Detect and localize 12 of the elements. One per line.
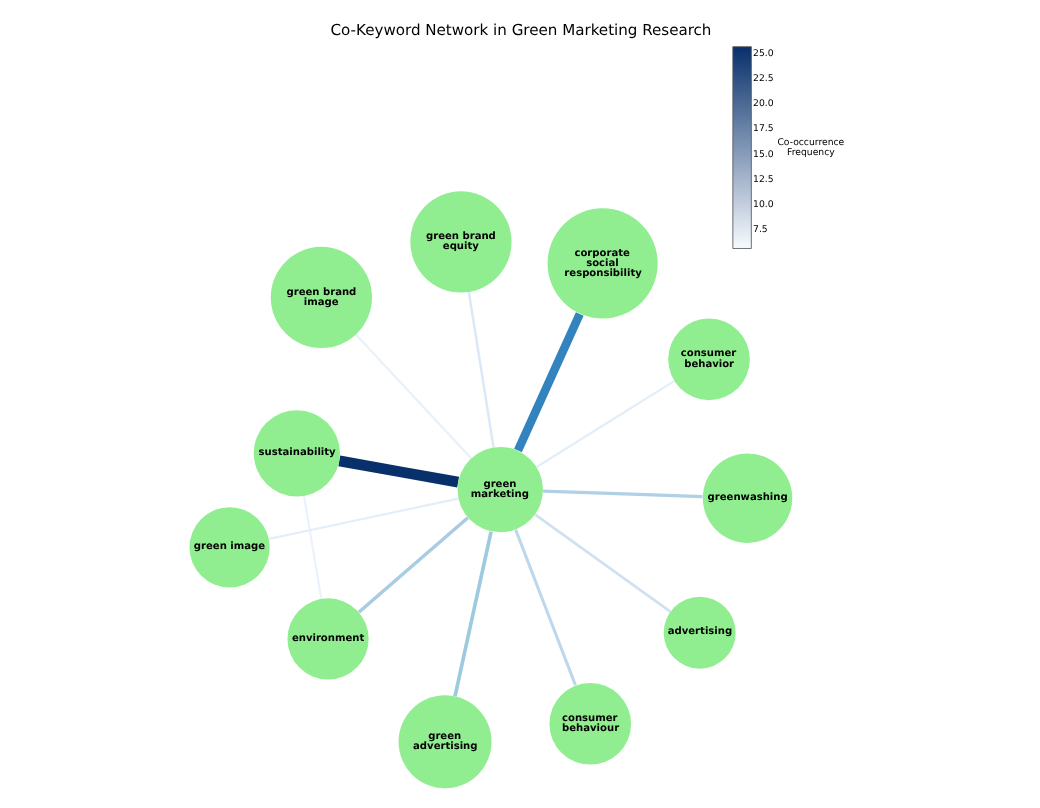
connector xyxy=(301,495,322,599)
connector xyxy=(337,455,459,488)
connector xyxy=(354,333,471,459)
connector xyxy=(542,489,702,499)
connector xyxy=(452,531,492,697)
connector xyxy=(535,380,674,468)
connector xyxy=(466,291,494,448)
connector xyxy=(513,529,576,686)
connector xyxy=(513,312,583,453)
connector xyxy=(533,513,671,613)
connector xyxy=(356,516,468,614)
connector xyxy=(267,497,458,541)
